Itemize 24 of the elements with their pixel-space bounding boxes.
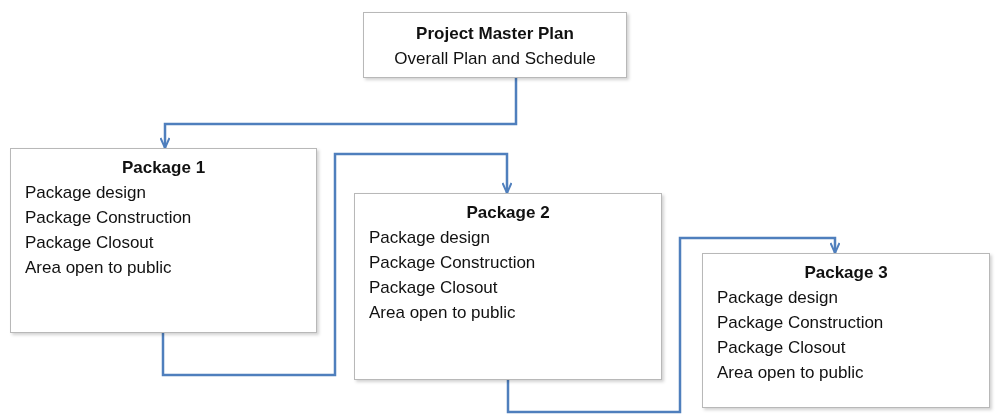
connector-arrow — [161, 152, 513, 377]
box-heading: Package 2 — [465, 202, 551, 224]
box-heading: Project Master Plan — [415, 23, 575, 45]
box-text: Area open to public — [717, 362, 865, 384]
connector-arrow — [159, 78, 518, 149]
box-text: Area open to public — [369, 302, 517, 324]
box-text: Area open to public — [25, 257, 173, 279]
box-text: Package design — [369, 227, 491, 249]
package-box — [354, 193, 662, 380]
box-text: Package Construction — [369, 252, 537, 274]
package-box — [702, 253, 990, 408]
box-heading: Package 1 — [120, 157, 207, 179]
package-box — [10, 148, 317, 333]
box-text: Package Construction — [25, 207, 193, 229]
plan-box — [363, 12, 627, 78]
connector-arrow — [506, 236, 841, 414]
box-text: Package Closout — [25, 232, 155, 254]
box-text: Overall Plan and Schedule — [393, 48, 597, 70]
box-heading: Package 3 — [803, 262, 889, 284]
box-text: Package Construction — [717, 312, 885, 334]
box-text: Package Closout — [369, 277, 499, 299]
box-text: Package Closout — [717, 337, 847, 359]
box-text: Package design — [717, 287, 839, 309]
box-text: Package design — [25, 182, 147, 204]
